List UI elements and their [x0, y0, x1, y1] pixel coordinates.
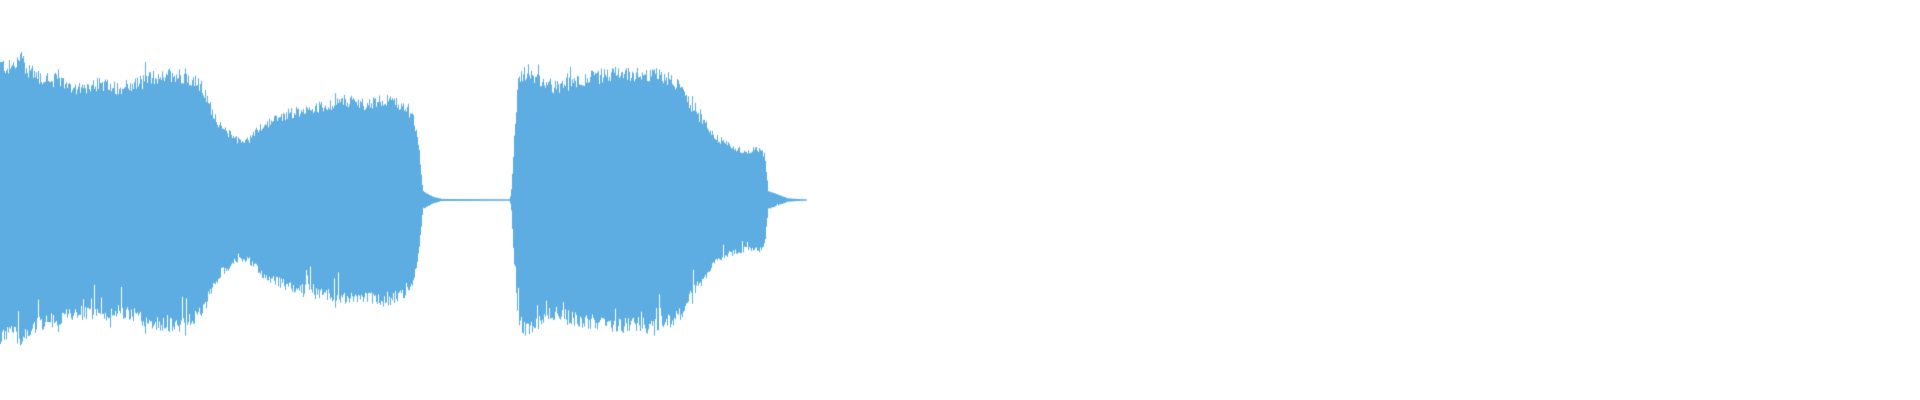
waveform-panel[interactable] — [0, 0, 1920, 400]
audio-waveform[interactable] — [0, 0, 1920, 400]
